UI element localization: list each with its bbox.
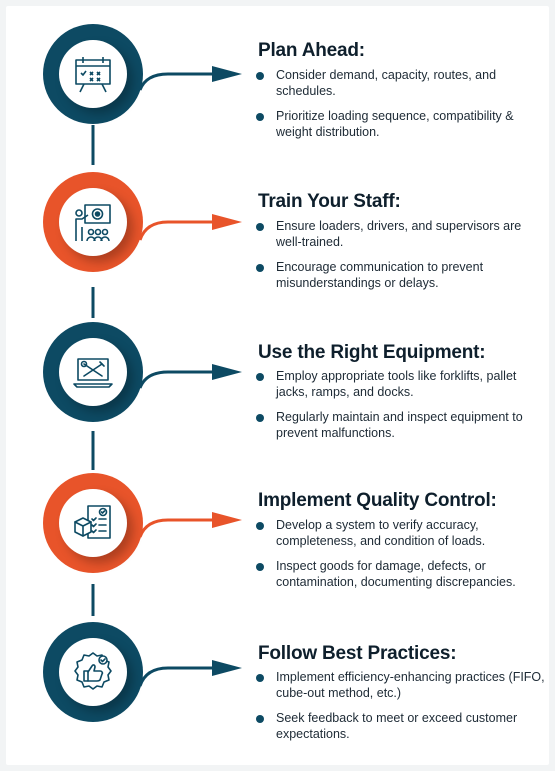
- step-bullets: Ensure loaders, drivers, and supervisors…: [255, 219, 545, 301]
- step-badge: [43, 473, 143, 573]
- thumbs-up-badge-icon: [74, 652, 112, 690]
- list-item: Encourage communication to prevent misun…: [255, 260, 545, 291]
- arrow-3: [138, 364, 242, 389]
- training-presentation-icon: [75, 204, 111, 242]
- step-bullets: Develop a system to verify accuracy, com…: [255, 518, 545, 600]
- step-title: Follow Best Practices:: [258, 643, 457, 664]
- list-item: Develop a system to verify accuracy, com…: [255, 518, 545, 549]
- list-item: Ensure loaders, drivers, and supervisors…: [255, 219, 545, 250]
- list-item: Seek feedback to meet or exceed customer…: [255, 711, 545, 742]
- list-item: Inspect goods for damage, defects, or co…: [255, 559, 545, 590]
- list-item: Consider demand, capacity, routes, and s…: [255, 68, 545, 99]
- list-item: Prioritize loading sequence, compatibili…: [255, 109, 545, 140]
- arrow-2: [138, 214, 242, 241]
- list-item: Employ appropriate tools like forklifts,…: [255, 369, 545, 400]
- step-title: Implement Quality Control:: [258, 490, 497, 511]
- list-item: Regularly maintain and inspect equipment…: [255, 410, 545, 441]
- step-bullets: Implement efficiency-enhancing practices…: [255, 670, 545, 752]
- step-bullets: Consider demand, capacity, routes, and s…: [255, 68, 545, 150]
- checklist-box-icon: [74, 505, 111, 539]
- step-badge: [43, 622, 143, 722]
- step-title: Use the Right Equipment:: [258, 342, 486, 363]
- arrow-5: [138, 660, 242, 687]
- laptop-tools-icon: [73, 358, 113, 388]
- arrow-4: [138, 512, 242, 538]
- arrow-1: [138, 66, 242, 91]
- calendar-board-icon: [75, 57, 111, 93]
- step-badge: [43, 322, 143, 422]
- step-bullets: Employ appropriate tools like forklifts,…: [255, 369, 545, 451]
- step-badge: [43, 24, 143, 124]
- step-title: Train Your Staff:: [258, 191, 401, 212]
- step-badge: [43, 172, 143, 272]
- list-item: Implement efficiency-enhancing practices…: [255, 670, 545, 701]
- step-title: Plan Ahead:: [258, 40, 365, 61]
